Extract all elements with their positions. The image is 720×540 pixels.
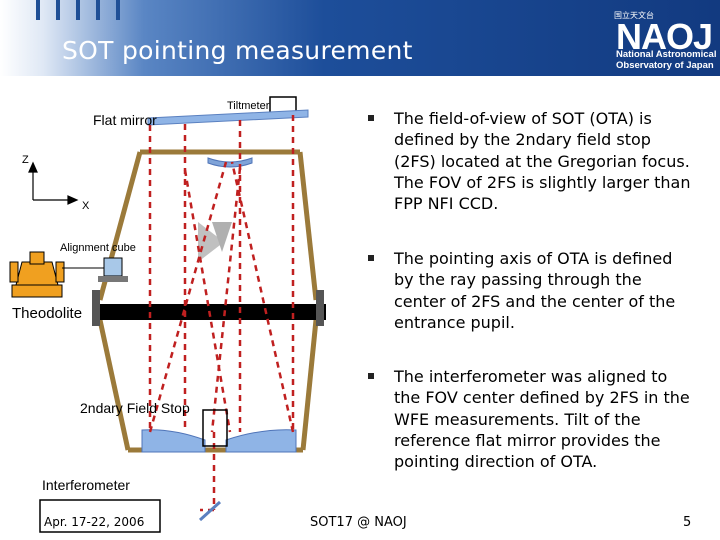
bullet-text-1: The field-of-view of SOT (OTA) is define… [394, 109, 691, 214]
field-stop-prism [198, 222, 224, 262]
coordinate-axes [28, 161, 79, 205]
bullet-text-2: The pointing axis of OTA is defined by t… [394, 249, 676, 332]
telescope-diagram: Flat mirror Tiltmeter Z X Alignment cube… [9, 96, 326, 533]
title-bar: SOT pointing measurement 国立天文台 NAOJ Nati… [0, 0, 720, 76]
interferometer-icon [39, 499, 161, 533]
interferometer-label: Interferometer [42, 477, 130, 493]
light-rays [148, 115, 295, 512]
bullet-marker-icon [368, 255, 374, 261]
bullet-marker-icon [368, 373, 374, 379]
x-axis-label: X [82, 200, 90, 212]
theodolite-label: Theodolite [12, 305, 82, 322]
header-decoration [0, 0, 140, 20]
slide-title: SOT pointing measurement [62, 36, 413, 65]
bench-left-cap [92, 290, 100, 326]
field-stop-housing [202, 409, 228, 447]
logo-japanese-text: 国立天文台 [614, 11, 654, 20]
bench-right-cap [316, 290, 324, 326]
alignment-cube-base [98, 276, 128, 282]
bullet-text-3: The interferometer was aligned to the FO… [394, 367, 690, 472]
logo-line-1: National Astronomical [616, 49, 717, 60]
logo-line-2: Observatory of Japan [616, 60, 714, 71]
footer-date: Apr. 17-22, 2006 [44, 515, 145, 529]
alignment-cube-icon [103, 257, 123, 277]
z-axis-label: Z [22, 154, 29, 166]
theodolite-icon [9, 251, 104, 298]
footer-event: SOT17 @ NAOJ [310, 515, 407, 530]
alignment-cube-label: Alignment cube [60, 242, 136, 254]
naoj-logo: NAOJ [616, 16, 713, 57]
flat-mirror-label: Flat mirror [93, 112, 157, 128]
field-stop-label: 2ndary Field Stop [80, 400, 190, 416]
secondary-mirror [207, 157, 253, 168]
field-stop-prism-2 [212, 222, 232, 252]
tiltmeter-label: Tiltmeter [227, 100, 270, 112]
primary-mirror-left [141, 429, 206, 453]
optical-bench [100, 304, 326, 320]
primary-mirror-right [225, 429, 297, 453]
page-number: 5 [683, 515, 692, 530]
fold-mirror [198, 500, 222, 522]
flat-mirror-shape [147, 109, 309, 126]
bullet-marker-icon [368, 115, 374, 121]
